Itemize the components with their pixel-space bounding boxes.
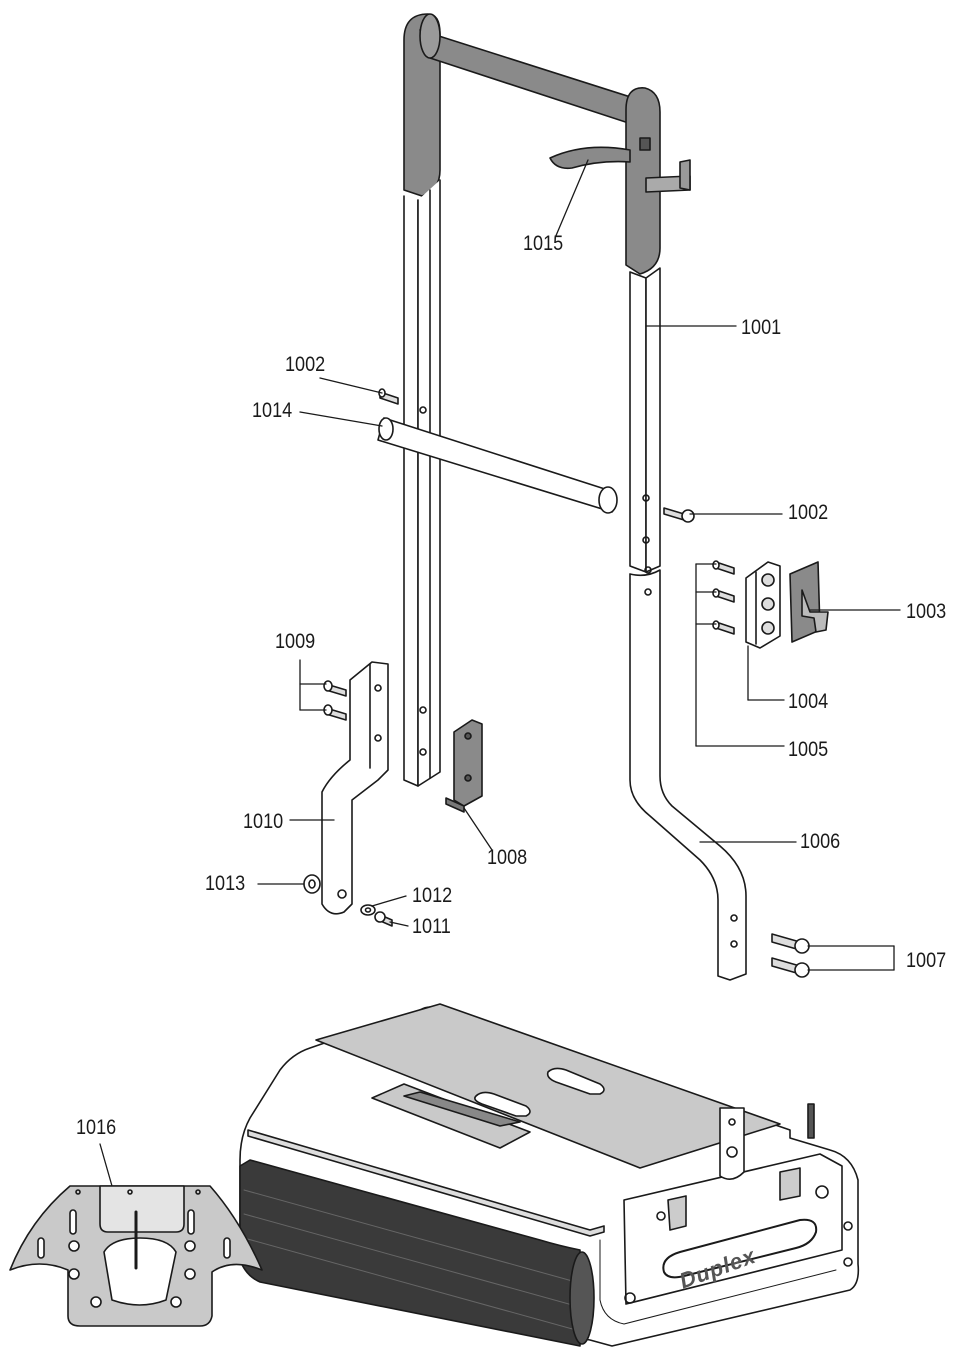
plate-1004 <box>745 561 781 649</box>
part-label-1011: 1011 <box>412 915 451 938</box>
cross-bar-1014 <box>377 417 618 514</box>
part-label-1016: 1016 <box>76 1116 117 1139</box>
screws-1009 <box>323 680 347 721</box>
screws-1007 <box>771 933 810 978</box>
part-label-1012: 1012 <box>412 884 453 907</box>
part-label-1007: 1007 <box>906 949 947 972</box>
part-label-1001: 1001 <box>741 316 782 339</box>
hook-1003 <box>789 561 829 643</box>
part-label-1002-left: 1002 <box>285 353 326 376</box>
part-label-1013: 1013 <box>205 872 246 895</box>
part-label-1014: 1014 <box>252 399 293 422</box>
right-tube-upper <box>629 267 661 573</box>
screw-1002-left <box>378 388 399 405</box>
screws-1005 <box>712 560 735 635</box>
washer-1012 <box>360 904 376 916</box>
part-label-1005: 1005 <box>788 738 829 761</box>
brush-roll <box>239 1159 595 1347</box>
screw-1002-right <box>663 507 695 523</box>
part-label-1003: 1003 <box>906 600 947 623</box>
bracket-1008 <box>445 719 483 813</box>
part-label-1009: 1009 <box>275 630 316 653</box>
lever-1015 <box>549 146 631 170</box>
base-plate-1016 <box>9 1185 263 1327</box>
part-label-1002-right: 1002 <box>788 501 829 524</box>
bracket-1010 <box>321 661 389 915</box>
washer-1013 <box>303 874 321 894</box>
handle-grip <box>403 13 691 275</box>
part-label-1004: 1004 <box>788 690 829 713</box>
right-tube-lower-1006 <box>629 566 747 981</box>
part-label-1008: 1008 <box>487 846 528 869</box>
screw-1011 <box>374 911 393 927</box>
part-label-1015: 1015 <box>523 232 564 255</box>
left-tube <box>403 179 441 787</box>
leader-lines <box>99 159 901 1187</box>
part-label-1006: 1006 <box>800 830 841 853</box>
part-label-1010: 1010 <box>243 810 284 833</box>
